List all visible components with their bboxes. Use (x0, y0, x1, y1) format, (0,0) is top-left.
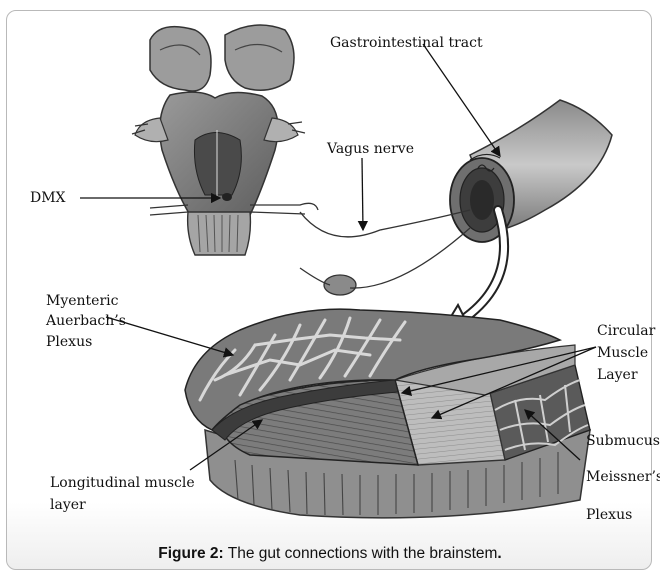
label-longitudinal-line2: layer (50, 496, 86, 514)
label-circular-line1: Circular (597, 322, 655, 340)
label-meissners: Meissner’s (586, 468, 660, 486)
label-myenteric-line2: Auerbach’s (46, 312, 126, 330)
caption-suffix: . (497, 545, 501, 562)
figure-caption: Figure 2: The gut connections with the b… (0, 545, 660, 563)
label-myenteric-line3: Plexus (46, 333, 92, 351)
label-vagus-nerve: Vagus nerve (327, 140, 414, 158)
label-circular-line3: Layer (597, 366, 638, 384)
caption-prefix: Figure 2: (158, 545, 223, 562)
label-gastrointestinal-tract: Gastrointestinal tract (330, 34, 483, 52)
label-longitudinal-line1: Longitudinal muscle (50, 474, 195, 492)
brainstem-drawing (132, 25, 318, 255)
label-submucus: Submucus (586, 432, 660, 450)
label-circular-line2: Muscle (597, 344, 648, 362)
gi-tract-tube (450, 100, 612, 242)
label-dmx: DMX (30, 189, 66, 207)
caption-text: The gut connections with the brainstem (224, 545, 498, 562)
label-myenteric-line1: Myenteric (46, 292, 118, 310)
vagal-ganglion (300, 228, 470, 295)
label-plexus: Plexus (586, 506, 632, 524)
vagus-nerve-path (300, 210, 470, 237)
